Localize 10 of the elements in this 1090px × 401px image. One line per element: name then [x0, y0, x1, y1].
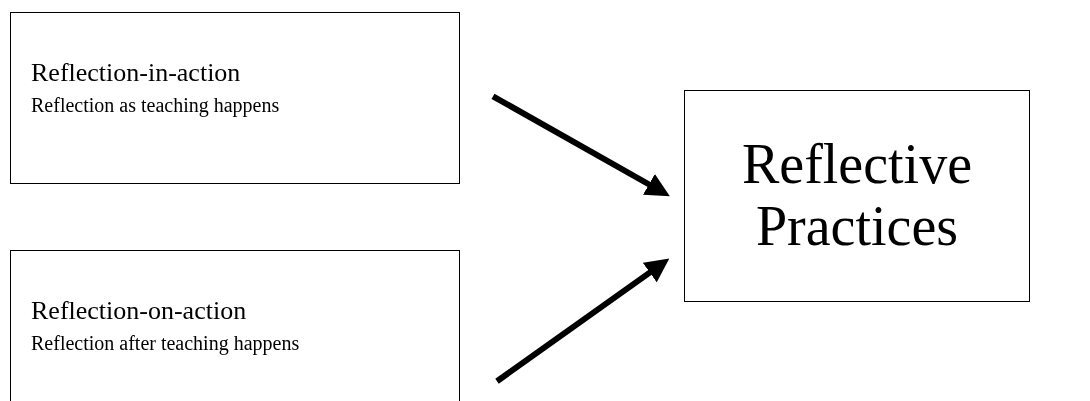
- arrow: [495, 258, 670, 384]
- text-box: [10, 12, 460, 184]
- arrow: [491, 93, 670, 197]
- box-description: Reflection after teaching happens: [31, 331, 301, 357]
- box-title: Reflection-on-action: [31, 295, 248, 327]
- text-box: [684, 90, 1030, 302]
- box-description: Reflection as teaching happens: [31, 93, 281, 119]
- text-box: [10, 250, 460, 401]
- box-title: Reflective Practices: [740, 134, 974, 258]
- box-title: Reflection-in-action: [31, 57, 242, 89]
